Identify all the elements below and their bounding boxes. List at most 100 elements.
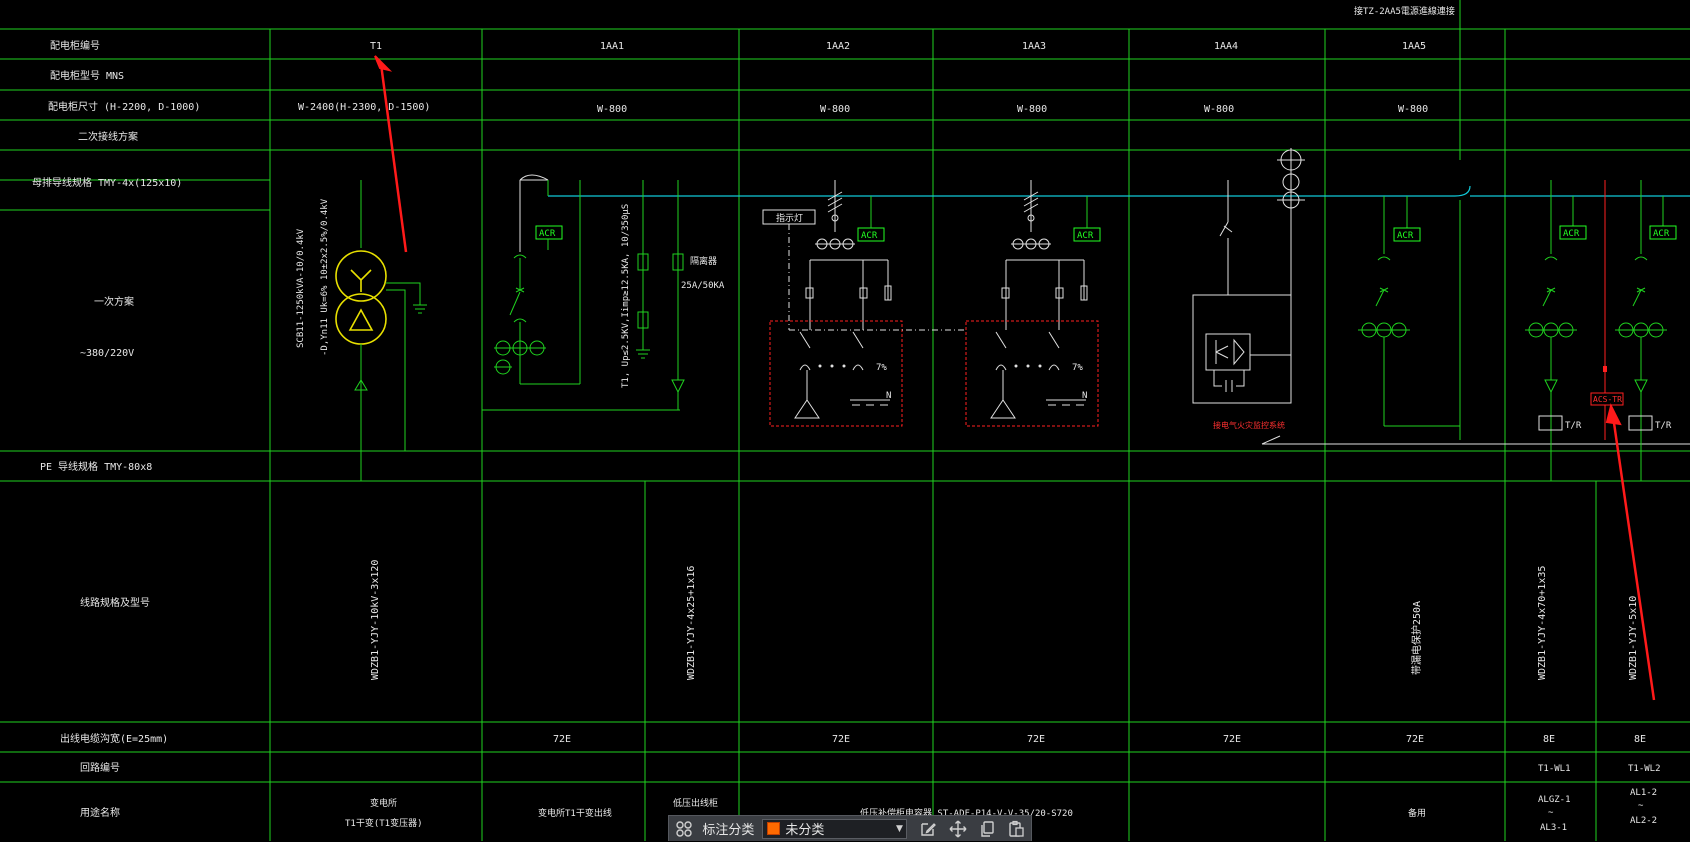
- ats-wiring: ACS-TR: [1590, 180, 1624, 440]
- label-busbar: 母排导线规格 TMY-4x(125x10): [32, 176, 182, 189]
- cable-spec-4: WDZB1-YJY-4x70+1x35: [1537, 566, 1548, 680]
- panel-1aa4: 接电气火灾监控系统: [1192, 148, 1690, 445]
- column-id-1aa3: 1AA3: [1022, 41, 1046, 52]
- panel-1aa5: ACR: [1358, 196, 1460, 427]
- svg-text:ACR: ACR: [1653, 229, 1670, 239]
- svg-text:T/R: T/R: [1655, 421, 1672, 431]
- usage-1b: T1干变(T1变压器): [345, 817, 423, 829]
- svg-text:ACR: ACR: [1563, 229, 1580, 239]
- arrow-annotation-ats: [1611, 415, 1656, 701]
- column-size-t1: W-2400(H-2300, D-1500): [298, 102, 430, 113]
- column-id-1aa4: 1AA4: [1214, 41, 1238, 52]
- label-panel-type: 配电柜型号 MNS: [50, 69, 124, 82]
- column-size-1aa1: W-800: [597, 104, 627, 115]
- top-note: 接TZ-2AA5電源進線連接: [1354, 5, 1455, 17]
- grid-icon[interactable]: [669, 816, 698, 842]
- trench-3: 72E: [1027, 734, 1045, 745]
- label-cable: 线路规格及型号: [80, 596, 150, 609]
- feeder-t1-wl1: ACR T/R: [1525, 180, 1587, 481]
- svg-text:N: N: [1082, 391, 1087, 401]
- main-busbar: [548, 185, 1690, 197]
- panel-1aa1: ACR: [494, 174, 581, 385]
- usage-6a: ALGZ-1: [1538, 795, 1571, 805]
- svg-text:ACR: ACR: [861, 231, 878, 241]
- svg-text:N: N: [886, 391, 891, 401]
- cable-specs: WDZB1-YJY-10kV-3x120 WDZB1-YJY-4x25+1x16…: [370, 560, 1639, 680]
- circuit-2: T1-WL2: [1628, 764, 1661, 774]
- trench-row: 72E 72E 72E 72E 72E 8E 8E: [553, 734, 1646, 745]
- chevron-down-icon: ▼: [896, 823, 903, 834]
- annotation-toolbar[interactable]: 标注分类 未分类 ▼: [668, 815, 1032, 841]
- column-headers: T1 1AA1 1AA2 1AA3 1AA4 1AA5 W-2400(H-230…: [298, 41, 1428, 115]
- usage-6c: AL3-1: [1540, 823, 1567, 833]
- label-voltage: ~380/220V: [80, 348, 134, 359]
- category-select[interactable]: 未分类 ▼: [762, 818, 908, 839]
- label-panel-size: 配电柜尺寸 (H-2200, D-1000): [48, 100, 200, 113]
- transformer-spec-1: SCB11-1250kVA-10/0.4kV: [296, 228, 306, 348]
- trench-7: 8E: [1634, 734, 1646, 745]
- column-size-1aa2: W-800: [820, 104, 850, 115]
- capacitor-panel-1aa2: 指示灯 ACR 7% N: [762, 180, 965, 427]
- trench-5: 72E: [1406, 734, 1424, 745]
- toolbar-label: 标注分类: [702, 823, 755, 838]
- usage-7b: ~: [1638, 801, 1644, 811]
- svg-text:7%: 7%: [876, 363, 887, 373]
- svg-text:T/R: T/R: [1565, 421, 1582, 431]
- row-labels: 配电柜编号 配电柜型号 MNS 配电柜尺寸 (H-2200, D-1000) 二…: [32, 39, 200, 819]
- spd-breaker-label: 隔离器: [690, 255, 717, 267]
- trench-4: 72E: [1223, 734, 1241, 745]
- label-primary: 一次方案: [94, 295, 134, 308]
- ats-tag-box: [1590, 392, 1624, 406]
- circuit-1: T1-WL1: [1538, 764, 1571, 774]
- usage-2: 变电所T1干变出线: [538, 807, 612, 819]
- svg-text:ACR: ACR: [1397, 231, 1414, 241]
- column-size-1aa3: W-800: [1017, 104, 1047, 115]
- trench-6: 8E: [1543, 734, 1555, 745]
- svg-text:7%: 7%: [1072, 363, 1083, 373]
- bypass-note: 接电气火灾监控系统: [1213, 420, 1285, 430]
- svg-text:ACR: ACR: [539, 229, 556, 239]
- edit-icon[interactable]: [913, 816, 942, 842]
- column-id-1aa1: 1AA1: [600, 41, 624, 52]
- svg-text:ACR: ACR: [1077, 231, 1094, 241]
- usage-1a: 变电所: [370, 797, 397, 809]
- label-secondary: 二次接线方案: [78, 130, 138, 143]
- copy-icon[interactable]: [972, 816, 1001, 842]
- label-cable-trench: 出线电缆沟宽(E=25mm): [60, 732, 168, 745]
- paste-icon[interactable]: [1002, 816, 1031, 842]
- feeder-t1-wl2: ACR T/R: [1615, 180, 1677, 481]
- spd-breaker-spec: 25A/50KA: [681, 281, 725, 291]
- transformer-t1: SCB11-1250kVA-10/0.4kV -D,Yn11 Uk=6% 10±…: [296, 180, 427, 481]
- cable-spec-1: WDZB1-YJY-10kV-3x120: [370, 560, 381, 680]
- category-selected: 未分类: [785, 823, 825, 838]
- svg-text:ACS-TR: ACS-TR: [1593, 395, 1622, 404]
- cable-spec-3: 带漏电保护250A: [1410, 601, 1423, 675]
- usage-7a: AL1-2: [1630, 788, 1657, 798]
- usage-6b: ~: [1548, 808, 1554, 818]
- svg-text:指示灯: 指示灯: [776, 212, 803, 224]
- capacitor-panel-1aa3: ACR 7% N: [965, 180, 1101, 427]
- cable-spec-2: WDZB1-YJY-4x25+1x16: [686, 566, 697, 680]
- column-size-1aa5: W-800: [1398, 104, 1428, 115]
- cable-spec-5: WDZB1-YJY-5x10: [1628, 596, 1639, 680]
- spd-device: T1, Up≤2.5KV,Iimp≥12.5KA, 10/350μS 隔离器 2…: [482, 180, 725, 411]
- transformer-spec-2: -D,Yn11 Uk=6% 10±2x2.5%/0.4kV: [320, 198, 330, 356]
- column-id-t1: T1: [370, 41, 382, 52]
- column-id-1aa5: 1AA5: [1402, 41, 1426, 52]
- label-circuit-no: 回路编号: [80, 761, 120, 774]
- column-id-1aa2: 1AA2: [826, 41, 850, 52]
- category-swatch: [767, 822, 781, 835]
- trench-1: 72E: [553, 734, 571, 745]
- trench-2: 72E: [832, 734, 850, 745]
- usage-5: 备用: [1408, 807, 1426, 819]
- move-icon[interactable]: [943, 816, 972, 842]
- column-size-1aa4: W-800: [1204, 104, 1234, 115]
- acr-meter-wl2: [1649, 225, 1677, 240]
- arrow-annotation-t1: [379, 63, 408, 253]
- label-pe-bus: PE 导线规格 TMY-80x8: [40, 460, 152, 473]
- spd-spec: T1, Up≤2.5KV,Iimp≥12.5KA, 10/350μS: [621, 204, 631, 388]
- acr-meter-wl1: [1559, 225, 1587, 240]
- label-usage: 用途名称: [80, 806, 120, 819]
